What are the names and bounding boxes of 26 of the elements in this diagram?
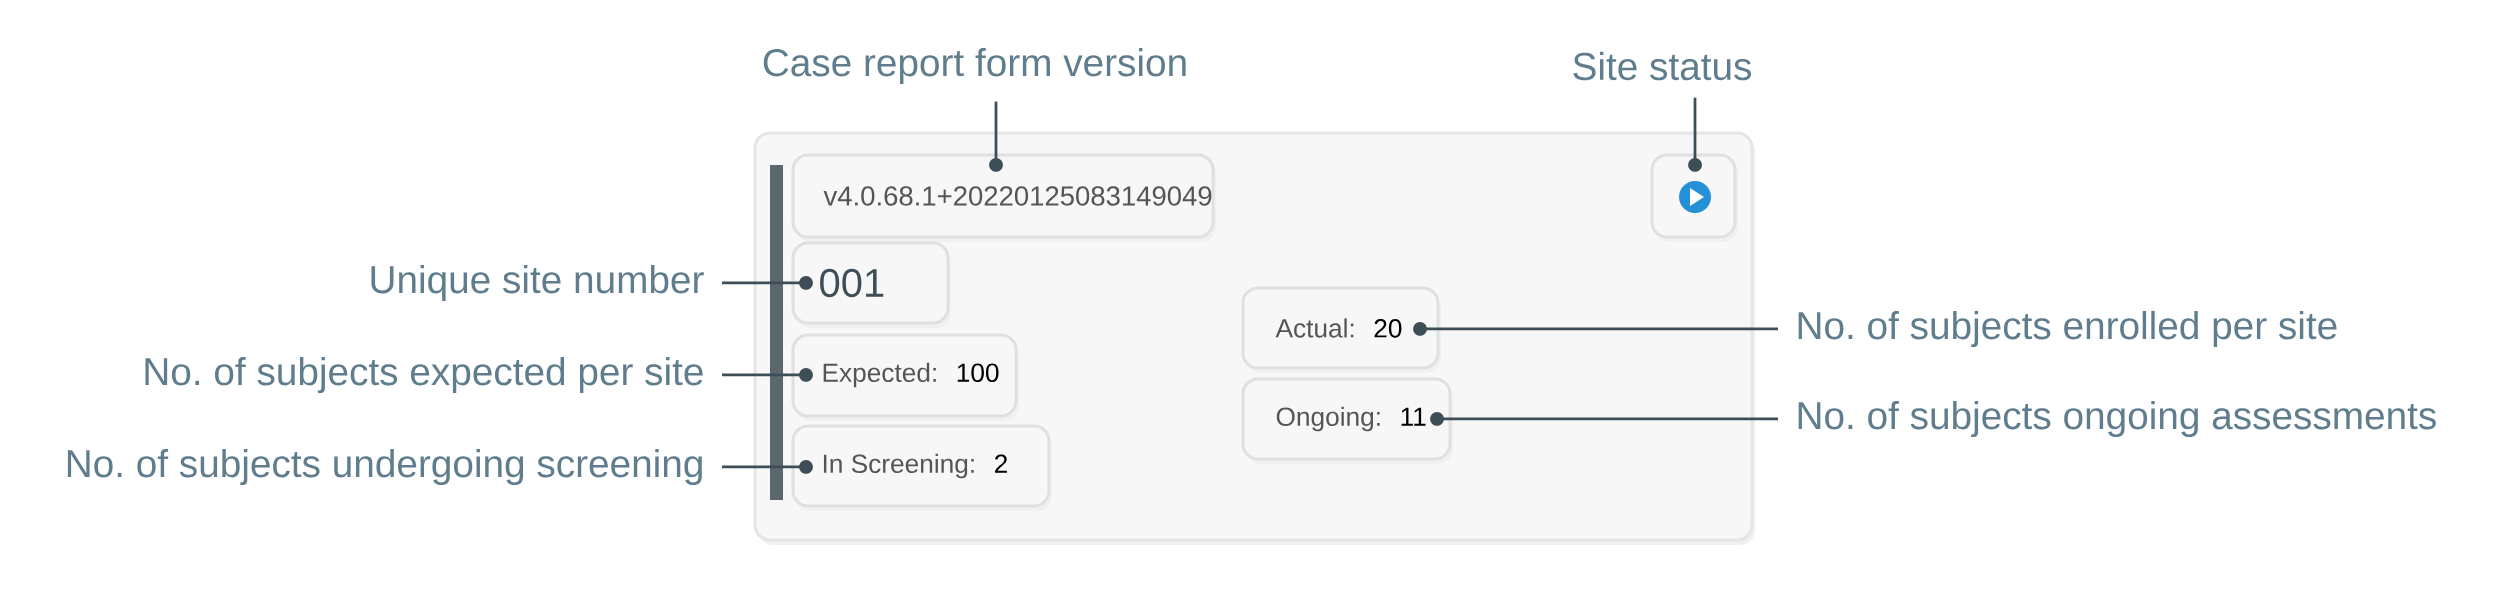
leader-line bbox=[1688, 158, 1702, 172]
count-box bbox=[1241, 377, 1452, 461]
box-text: Actual: 20 bbox=[1275, 318, 1402, 338]
count-box bbox=[791, 333, 1018, 418]
callout-label: Site status bbox=[1573, 51, 1751, 81]
count-box bbox=[1241, 286, 1440, 370]
site-number-box bbox=[791, 241, 950, 325]
leader-line bbox=[722, 276, 813, 290]
callout-label: No. of subjects ongoing assessments bbox=[1798, 400, 2436, 438]
leader-line bbox=[1413, 322, 1778, 336]
leader-line bbox=[989, 158, 1003, 172]
count-box bbox=[791, 424, 1051, 508]
box-text: In Screening: 2 bbox=[823, 453, 1007, 479]
callout-label: Unique site number bbox=[371, 264, 704, 302]
callout-label: Case report form version bbox=[763, 47, 1186, 85]
leader-line bbox=[722, 368, 813, 382]
callout-label: No. of subjects expected per site bbox=[145, 356, 703, 394]
version-box bbox=[791, 153, 1215, 239]
callout-label: No. of subjects enrolled per site bbox=[1798, 310, 2337, 348]
leader-line bbox=[722, 460, 813, 474]
box-text: v4.0.68.1+20220125083149049 bbox=[823, 186, 1212, 206]
box-text: Ongoing: 11 bbox=[1276, 406, 1426, 432]
box-text: 001 bbox=[820, 268, 884, 298]
leader-line bbox=[1430, 412, 1778, 426]
callout-label: No. of subjects undergoing screening bbox=[67, 448, 702, 486]
box-text: Expected: 100 bbox=[823, 362, 999, 388]
